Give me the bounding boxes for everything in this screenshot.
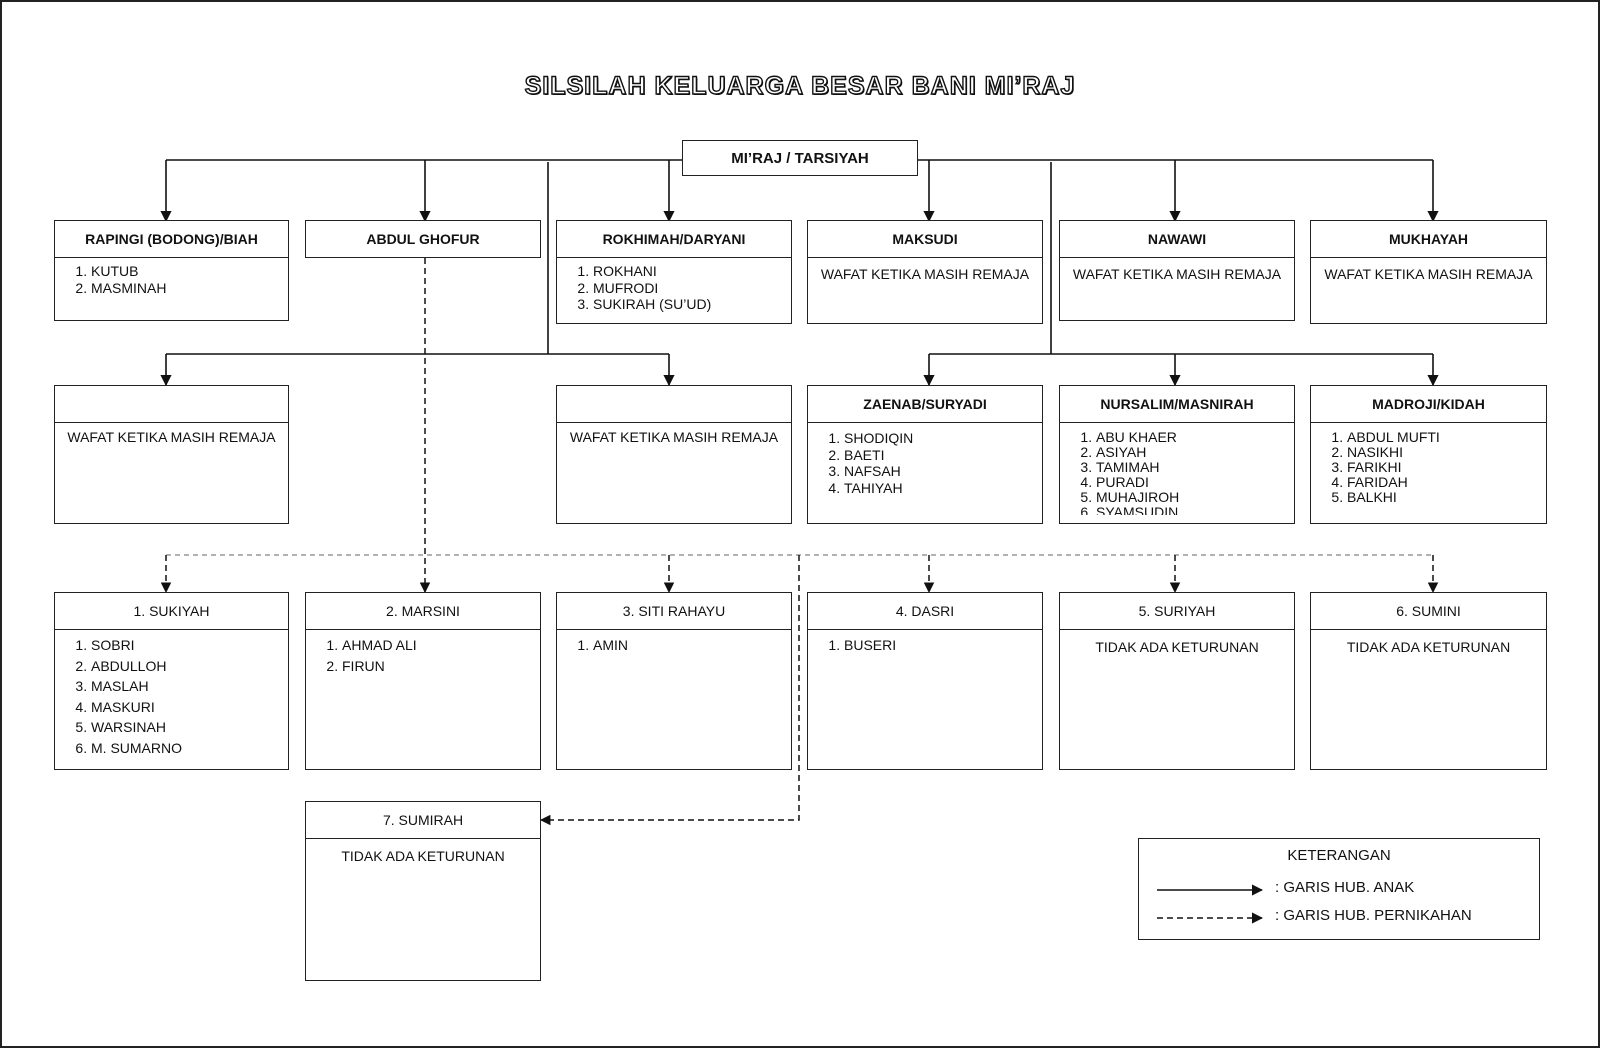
legend-dashed-label: : GARIS HUB. PERNIKAHAN — [1275, 907, 1472, 924]
node-rapingi: RAPINGI (BODONG)/BIAH KUTUB MASMINAH — [54, 220, 289, 321]
node-row2-wafat-b: WAFAT KETIKA MASIH REMAJA — [556, 385, 792, 524]
list-item: MUFRODI — [593, 280, 783, 297]
list-item: ABU KHAER — [1096, 430, 1286, 445]
node-note: WAFAT KETIKA MASIH REMAJA — [1072, 266, 1282, 282]
node-name: MUKHAYAH — [1311, 221, 1546, 258]
list-item: BALKHI — [1347, 490, 1538, 505]
list-item: MASMINAH — [91, 280, 280, 297]
node-mukhayah: MUKHAYAH WAFAT KETIKA MASIH REMAJA — [1310, 220, 1547, 324]
node-note: TIDAK ADA KETURUNAN — [1095, 639, 1259, 655]
node-siti-rahayu: 3. SITI RAHAYU AMIN — [556, 592, 792, 770]
list-item: ABDULLOH — [91, 656, 280, 677]
list-item: NAFSAH — [844, 463, 1034, 480]
node-name: 2. MARSINI — [306, 593, 540, 630]
node-abdul-ghofur: ABDUL GHOFUR — [305, 220, 541, 258]
node-suriyah: 5. SURIYAH TIDAK ADA KETURUNAN — [1059, 592, 1295, 770]
node-name: NURSALIM/MASNIRAH — [1060, 386, 1294, 423]
root-label: MI’RAJ / TARSIYAH — [731, 149, 869, 167]
list-item: MASKURI — [91, 697, 280, 718]
node-note: WAFAT KETIKA MASIH REMAJA — [569, 429, 779, 445]
child-lines — [160, 159, 1439, 387]
list-item: ROKHANI — [593, 263, 783, 280]
node-name: 7. SUMIRAH — [306, 802, 540, 839]
list-item: ASIYAH — [1096, 445, 1286, 460]
node-dasri: 4. DASRI BUSERI — [807, 592, 1043, 770]
list-item: SUKIRAH (SU’UD) — [593, 296, 783, 313]
node-name: MADROJI/KIDAH — [1311, 386, 1546, 423]
node-note: WAFAT KETIKA MASIH REMAJA — [67, 429, 276, 445]
node-name: ABDUL GHOFUR — [366, 230, 480, 247]
node-name: 1. SUKIYAH — [55, 593, 288, 630]
legend-title: KETERANGAN — [1287, 847, 1391, 864]
node-nursalim: NURSALIM/MASNIRAH ABU KHAER ASIYAH TAMIM… — [1059, 385, 1295, 524]
list-item: SOBRI — [91, 635, 280, 656]
node-note: WAFAT KETIKA MASIH REMAJA — [1324, 266, 1533, 282]
list-item: FARIDAH — [1347, 475, 1538, 490]
list-item: FIRUN — [342, 656, 532, 677]
list-item: TAHIYAH — [844, 480, 1034, 497]
diagram-title: SILSILAH KELUARGA BESAR BANI MI’RAJ — [524, 71, 1076, 100]
node-marsini: 2. MARSINI AHMAD ALI FIRUN — [305, 592, 541, 770]
node-name: ZAENAB/SURYADI — [808, 386, 1042, 423]
node-note: TIDAK ADA KETURUNAN — [1346, 639, 1511, 655]
list-item: TAMIMAH — [1096, 460, 1286, 475]
node-name: NAWAWI — [1060, 221, 1294, 258]
root-box: MI’RAJ / TARSIYAH — [682, 140, 918, 176]
list-item: BUSERI — [844, 635, 1034, 656]
node-name: 3. SITI RAHAYU — [557, 593, 791, 630]
node-row2-wafat-a: WAFAT KETIKA MASIH REMAJA — [54, 385, 289, 524]
list-item: WARSINAH — [91, 717, 280, 738]
node-zaenab: ZAENAB/SURYADI SHODIQIN BAETI NAFSAH TAH… — [807, 385, 1043, 524]
list-item: AMIN — [593, 635, 783, 656]
list-item: MUHAJIROH — [1096, 490, 1286, 505]
list-item: FARIKHI — [1347, 460, 1538, 475]
node-note: WAFAT KETIKA MASIH REMAJA — [820, 266, 1030, 282]
node-nawawi: NAWAWI WAFAT KETIKA MASIH REMAJA — [1059, 220, 1295, 321]
node-sumirah: 7. SUMIRAH TIDAK ADA KETURUNAN — [305, 801, 541, 981]
list-item: KUTUB — [91, 263, 280, 280]
marriage-sumirah — [539, 555, 800, 826]
node-name: 4. DASRI — [808, 593, 1042, 630]
marriage-lines — [160, 258, 1439, 826]
list-item: SYAMSUDIN — [1096, 505, 1286, 516]
node-name — [55, 386, 288, 423]
list-item: SHODIQIN — [844, 430, 1034, 447]
list-item: BAETI — [844, 447, 1034, 464]
list-item: ABDUL MUFTI — [1347, 430, 1538, 445]
list-item: PURADI — [1096, 475, 1286, 490]
node-rokhimah: ROKHIMAH/DARYANI ROKHANI MUFRODI SUKIRAH… — [556, 220, 792, 324]
node-sukiyah: 1. SUKIYAH SOBRI ABDULLOH MASLAH MASKURI… — [54, 592, 289, 770]
legend-box: KETERANGAN : GARIS HUB. ANAK : GARIS HUB… — [1138, 838, 1540, 940]
list-item: M. SUMARNO — [91, 738, 280, 759]
node-sumini: 6. SUMINI TIDAK ADA KETURUNAN — [1310, 592, 1547, 770]
node-note: TIDAK ADA KETURUNAN — [341, 848, 505, 864]
list-item: NASIKHI — [1347, 445, 1538, 460]
node-name: MAKSUDI — [808, 221, 1042, 258]
node-name: ROKHIMAH/DARYANI — [557, 221, 791, 258]
node-madroji: MADROJI/KIDAH ABDUL MUFTI NASIKHI FARIKH… — [1310, 385, 1547, 524]
node-name: 5. SURIYAH — [1060, 593, 1294, 630]
legend-solid-label: : GARIS HUB. ANAK — [1275, 879, 1415, 896]
list-item: MASLAH — [91, 676, 280, 697]
node-name: RAPINGI (BODONG)/BIAH — [55, 221, 288, 258]
list-item: AHMAD ALI — [342, 635, 532, 656]
node-maksudi: MAKSUDI WAFAT KETIKA MASIH REMAJA — [807, 220, 1043, 324]
node-name: 6. SUMINI — [1311, 593, 1546, 630]
node-name — [557, 386, 791, 423]
